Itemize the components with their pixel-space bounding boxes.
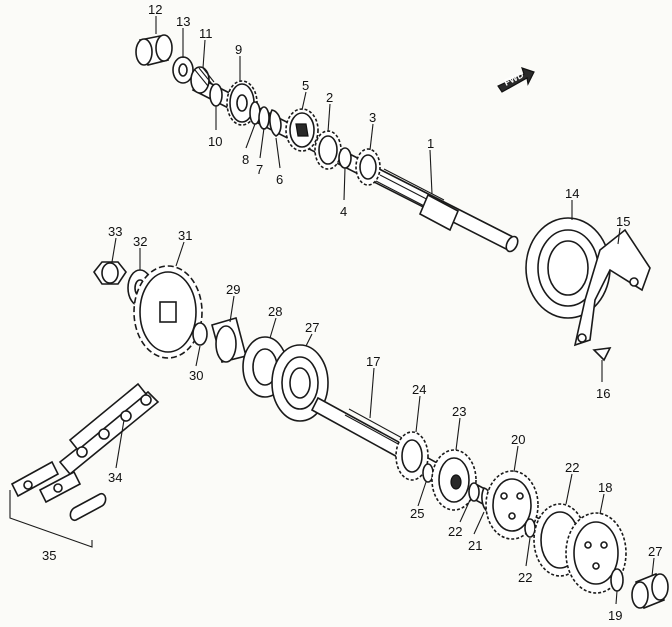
part-16-screw [592,347,612,362]
part-24-gear [431,449,477,511]
part-36-chain-joint [10,460,107,522]
part-34-nut [93,261,127,285]
callout-2: 2 [326,90,333,105]
callout-29: 28 [268,304,282,319]
callout-11: 11 [199,26,213,41]
callouts: 12 13 11 9 10 8 7 6 5 2 3 4 1 14 15 16 3… [42,2,662,623]
callout-5: 5 [302,78,309,93]
callout-31: 30 [189,368,203,383]
callout-12: 12 [148,2,162,17]
part-31-o-ring [192,322,208,346]
part-27-bushing [631,572,669,610]
callout-17: 17 [366,354,380,369]
callout-23: 22 [565,460,579,475]
callout-26: 25 [410,506,424,521]
part-15-retainer-plate [573,228,651,347]
part-30-spacer [211,317,247,363]
part-22b-washer [524,518,536,538]
part-6-circlip [269,109,282,137]
part-5-gear [285,108,319,152]
callout-21: 21 [468,538,482,553]
callout-24: 23 [452,404,466,419]
callout-32: 31 [178,228,192,243]
part-7-washer [258,106,270,130]
part-19-washer [610,568,624,592]
callout-34: 33 [108,224,122,239]
part-28-bearing [271,344,329,422]
callout-28: 27 [305,320,319,335]
part-18-gear [565,512,627,594]
part-12-bushing [135,34,173,66]
callout-20: 20 [511,432,525,447]
part-4-washer [338,147,352,169]
part-3-gear [355,148,381,186]
callout-25: 24 [412,382,426,397]
callout-6: 6 [276,172,283,187]
callout-16: 16 [596,386,610,401]
countershaft-assembly [135,34,519,253]
callout-19: 19 [608,608,622,623]
callout-27: 27 [648,544,662,559]
part-35-drive-chain [58,382,160,476]
part-20-gear [485,470,539,540]
fwd-arrow: FWD [497,67,535,93]
callout-9: 9 [235,42,242,57]
callout-22a: 22 [448,524,462,539]
callout-4: 4 [340,204,347,219]
callout-3: 3 [369,110,376,125]
part-36-bracket [9,490,93,548]
part-32-sprocket [133,265,203,359]
callout-8: 8 [242,152,249,167]
part-2-gear [314,130,342,170]
driveshaft-assembly [310,396,669,610]
callout-1: 1 [427,136,434,151]
callout-33: 32 [133,234,147,249]
callout-13: 13 [176,14,190,29]
callout-14: 14 [565,186,579,201]
callout-22b: 22 [518,570,532,585]
callout-10: 10 [208,134,222,149]
shaft-gear-teeth [418,193,460,232]
callout-30: 29 [226,282,240,297]
leader-lines [111,16,655,605]
callout-36: 35 [42,548,56,563]
callout-18: 18 [598,480,612,495]
part-10-washer [209,83,223,107]
part-22-washer [468,482,480,502]
callout-7: 7 [256,162,263,177]
callout-15: 15 [616,214,630,229]
part-25-gear [395,431,429,481]
part-11-needle-bearing [190,66,215,94]
callout-35: 34 [108,470,122,485]
